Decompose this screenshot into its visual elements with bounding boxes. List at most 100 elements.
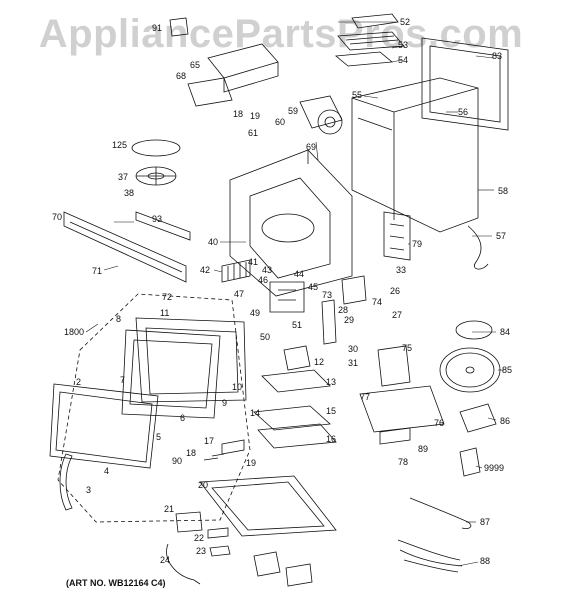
base-plate (199, 475, 337, 537)
callout-labels: 91 52 65 53 54 83 68 18 19 60 59 55 56 6… (52, 17, 512, 566)
callout-12: 12 (314, 357, 324, 367)
callout-41: 41 (248, 257, 258, 267)
callout-90: 90 (172, 456, 182, 466)
callout-10: 10 (232, 382, 242, 392)
grille-part (221, 259, 251, 283)
bottom-small-parts (166, 511, 313, 587)
art-number: (ART NO. WB12164 C4) (66, 578, 166, 588)
callout-2: 2 (76, 377, 81, 387)
callout-76: 76 (434, 418, 444, 428)
callout-17: 17 (204, 436, 214, 446)
wire-harnesses (397, 225, 489, 573)
callout-8: 8 (116, 314, 121, 324)
callout-75: 75 (402, 343, 412, 353)
callout-83: 83 (492, 51, 502, 61)
callout-59: 59 (288, 106, 298, 116)
callout-91: 91 (152, 23, 162, 33)
oven-cavity (229, 149, 353, 297)
callout-14: 14 (250, 408, 260, 418)
callout-7: 7 (120, 375, 125, 385)
callout-3: 3 (86, 485, 91, 495)
callout-65: 65 (190, 60, 200, 70)
callout-70: 70 (52, 212, 62, 222)
callout-40: 40 (208, 237, 218, 247)
callout-19a: 19 (250, 111, 260, 121)
callout-5: 5 (156, 432, 161, 442)
interlock-bracket (269, 281, 305, 313)
turntable-parts (131, 139, 181, 186)
callout-72: 72 (162, 292, 172, 302)
callout-84: 84 (500, 327, 510, 337)
callout-52: 52 (400, 17, 410, 27)
callout-93: 93 (152, 214, 162, 224)
callout-18b: 18 (186, 448, 196, 458)
callout-1800: 1800 (64, 327, 84, 337)
callout-53: 53 (398, 40, 408, 50)
callout-78: 78 (398, 457, 408, 467)
callout-73: 73 (322, 290, 332, 300)
callout-54: 54 (398, 55, 408, 65)
callout-86: 86 (500, 416, 510, 426)
callout-58: 58 (498, 186, 508, 196)
callout-46: 46 (258, 275, 268, 285)
callout-28: 28 (338, 305, 348, 315)
literature (459, 403, 497, 477)
fan-motor (299, 95, 343, 135)
callout-42: 42 (200, 265, 210, 275)
callout-79: 79 (412, 239, 422, 249)
callout-74: 74 (372, 297, 382, 307)
callout-11: 11 (160, 308, 169, 318)
callout-85: 85 (502, 365, 512, 375)
door-assembly-group (49, 293, 251, 523)
callout-50: 50 (260, 332, 270, 342)
callout-43: 43 (262, 265, 272, 275)
callout-31: 31 (348, 358, 358, 368)
callout-19b: 19 (246, 458, 256, 468)
callout-30: 30 (348, 344, 358, 354)
callout-29: 29 (344, 315, 354, 325)
callout-69: 69 (306, 142, 316, 152)
outer-case-wrapper (351, 77, 479, 233)
top-left-assembly (169, 17, 279, 107)
transformer-area (359, 345, 445, 445)
callout-16: 16 (326, 434, 336, 444)
leader-lines (85, 21, 504, 567)
callout-68: 68 (176, 71, 186, 81)
callout-24: 24 (160, 555, 170, 565)
magnetron (321, 275, 367, 345)
callout-13: 13 (326, 377, 336, 387)
callout-18a: 18 (233, 109, 243, 119)
callout-77: 77 (360, 392, 370, 402)
callout-55: 55 (352, 90, 362, 100)
turntable-tray (439, 320, 501, 393)
callout-23: 23 (196, 546, 206, 556)
callout-47: 47 (234, 289, 244, 299)
callout-89: 89 (418, 444, 428, 454)
callout-20: 20 (198, 480, 208, 490)
callout-61: 61 (248, 128, 258, 138)
callout-15: 15 (326, 406, 336, 416)
vent-frame (421, 37, 509, 131)
bottom-center-parts (253, 345, 337, 449)
callout-38: 38 (124, 188, 134, 198)
callout-51: 51 (292, 320, 302, 330)
callout-88: 88 (480, 556, 490, 566)
callout-56: 56 (458, 107, 468, 117)
callout-4: 4 (104, 466, 109, 476)
callout-49: 49 (250, 308, 260, 318)
small-hardware (203, 439, 245, 461)
callout-37: 37 (118, 172, 128, 182)
control-board (383, 211, 411, 261)
callout-44: 44 (294, 269, 304, 279)
callout-87: 87 (480, 517, 490, 527)
callout-26: 26 (390, 286, 400, 296)
callout-6: 6 (180, 413, 185, 423)
callout-21: 21 (164, 504, 174, 514)
callout-45: 45 (308, 282, 318, 292)
callout-27: 27 (392, 310, 402, 320)
control-strip (63, 211, 191, 283)
callout-57: 57 (496, 231, 506, 241)
callout-9999: 9999 (484, 463, 504, 473)
callout-22: 22 (194, 533, 204, 543)
